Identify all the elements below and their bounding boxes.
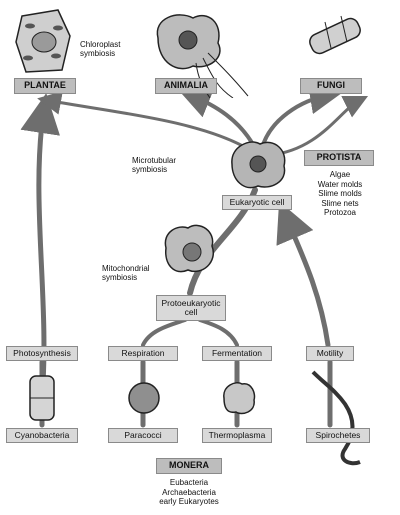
- protista-member: Water molds: [317, 179, 363, 189]
- protoeukaryotic-cell-icon: [164, 224, 215, 273]
- eukaryotic-cell-icon: [231, 141, 286, 189]
- fungi-box: FUNGI: [300, 78, 362, 94]
- branch-eukaryote-plantae: [37, 90, 252, 152]
- mitochondrial-symbiosis-label: Mitochondrial symbiosis: [102, 264, 150, 282]
- plantae-box: PLANTAE: [14, 78, 76, 94]
- protoeukaryotic-line2: cell: [184, 307, 198, 317]
- monera-member: Archaebacteria: [162, 487, 216, 497]
- branch-respiration-proto: [141, 318, 187, 347]
- branch-eukaryote-fungi: [260, 82, 342, 150]
- monera-members: Eubacteria Archaebacteria early Eukaryot…: [152, 478, 226, 507]
- animalia-box: ANIMALIA: [155, 78, 217, 94]
- monera-box: MONERA: [156, 458, 222, 474]
- chloroplast-line2: symbiosis: [80, 49, 116, 59]
- monera-member: early Eukaryotes: [159, 497, 219, 507]
- chloroplast-line1: Chloroplast: [80, 40, 121, 49]
- fermentation-box: Fermentation: [202, 346, 272, 361]
- spirochete-icon: [311, 370, 361, 466]
- mitochondrial-line1: Mitochondrial: [102, 264, 150, 273]
- protista-box: PROTISTA: [304, 150, 374, 166]
- motility-box: Motility: [306, 346, 354, 361]
- respiration-box: Respiration: [108, 346, 178, 361]
- protista-member: Protozoa: [323, 208, 357, 218]
- protista-members: Algae Water molds Slime molds Slime nets…: [306, 170, 374, 218]
- protoeukaryotic-cell-box: Protoeukaryotic cell: [156, 295, 226, 321]
- thermoplasma-box: Thermoplasma: [202, 428, 272, 443]
- paracocci-box: Paracocci: [108, 428, 178, 443]
- thermoplasma-icon: [223, 382, 256, 415]
- protoeukaryotic-line1: Protoeukaryotic: [161, 297, 221, 308]
- spirochetes-box: Spirochetes: [306, 428, 370, 443]
- monera-member: Eubacteria: [169, 478, 209, 487]
- fungal-hypha-icon: [309, 15, 361, 55]
- eukaryotic-cell-box: Eukaryotic cell: [222, 195, 292, 210]
- plant-cell-icon: [15, 9, 71, 73]
- microtubular-line1: Microtubular: [132, 156, 177, 165]
- microtubular-line2: symbiosis: [132, 165, 168, 175]
- paracocci-icon: [128, 382, 160, 414]
- photosynthesis-box: Photosynthesis: [6, 346, 78, 361]
- protista-member: Slime nets: [321, 198, 359, 208]
- branch-eukaryote-protista: [268, 95, 369, 157]
- microtubular-symbiosis-label: Microtubular symbiosis: [132, 156, 176, 174]
- protista-member: Algae: [329, 170, 351, 179]
- cyanobacteria-icon: [29, 375, 55, 421]
- branch-fermentation-proto: [198, 318, 239, 347]
- branch-motility-eukaryote: [276, 201, 331, 348]
- branch-eukaryote-animalia: [178, 87, 257, 150]
- chloroplast-symbiosis-label: Chloroplast symbiosis: [80, 40, 120, 58]
- cyanobacteria-box: Cyanobacteria: [6, 428, 78, 443]
- mitochondrial-line2: symbiosis: [102, 273, 138, 283]
- protista-member: Slime molds: [318, 189, 362, 199]
